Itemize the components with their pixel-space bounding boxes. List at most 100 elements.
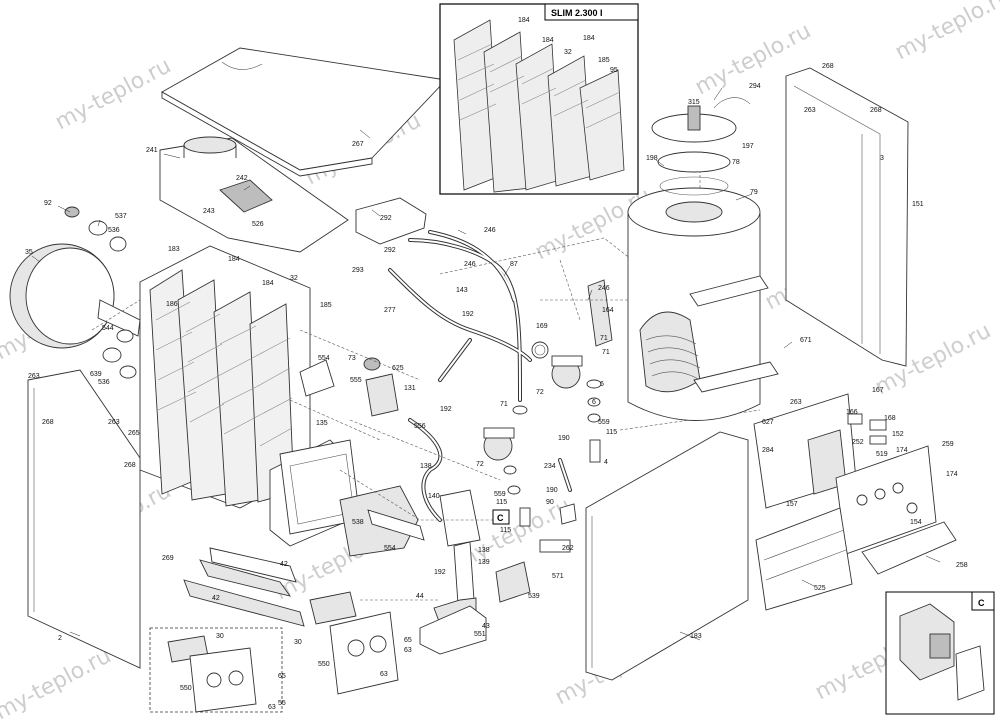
part-number-label: 267	[352, 141, 364, 148]
part-number-label: 190	[558, 435, 570, 442]
part-number-label: 139	[478, 559, 490, 566]
part-number-label: 115	[606, 429, 617, 436]
part-number-label: 536	[98, 379, 110, 386]
part-number-label: 536	[108, 227, 120, 234]
part-number-label: 183	[168, 246, 180, 253]
part-number-label: 190	[546, 487, 558, 494]
part-number-label: 192	[434, 569, 446, 576]
part-number-label: 4	[604, 459, 608, 466]
part-number-label: 63	[268, 704, 276, 711]
flue-hood	[159, 136, 349, 253]
part-number-label: 293	[352, 267, 364, 274]
watermark: my-teplo.ru	[51, 53, 175, 135]
part-number-label: 526	[252, 221, 264, 228]
part-number-label: 138	[478, 547, 490, 554]
part-number-label: 30	[294, 639, 302, 646]
part-number-label: 168	[884, 415, 896, 422]
part-number-label: 72	[476, 461, 484, 468]
burner-plate	[309, 591, 399, 695]
part-number-label: 525	[814, 585, 826, 592]
part-number-label: 169	[536, 323, 548, 330]
part-number-label: 252	[852, 439, 864, 446]
pressure-gauge	[531, 341, 549, 359]
part-number-label: 269	[162, 555, 174, 562]
part-number-label: 63	[380, 671, 388, 678]
control-box	[753, 393, 957, 611]
part-number-label: 42	[280, 561, 288, 568]
side-panel-left	[27, 369, 141, 669]
part-number-label: 262	[562, 545, 574, 552]
part-number-label: 44	[416, 593, 424, 600]
part-number-label: 143	[456, 287, 468, 294]
part-number-label: 242	[236, 175, 248, 182]
part-number-label: 556	[414, 423, 426, 430]
part-number-label: 3	[880, 155, 884, 162]
part-number-label: 78	[732, 159, 740, 166]
part-number-label: 6	[592, 399, 596, 406]
part-number-label: 550	[180, 685, 192, 692]
watermark: my-teplo.ru	[0, 643, 115, 721]
part-number-label: 625	[392, 365, 404, 372]
part-number-label: 277	[384, 307, 396, 314]
part-number-label: 32	[290, 275, 298, 282]
circulation-pump-upper	[551, 355, 583, 389]
part-number-label: 131	[404, 385, 416, 392]
part-number-label: 73	[348, 355, 356, 362]
inset-callout-c	[885, 591, 995, 715]
part-number-label: 87	[510, 261, 518, 268]
callout-box-label: C	[497, 513, 504, 523]
part-number-label: 292	[380, 215, 392, 222]
part-number-label: 95	[610, 67, 618, 74]
dashed-connections	[91, 170, 761, 601]
part-number-label: 184	[542, 37, 554, 44]
part-number-label: 554	[318, 355, 330, 362]
part-number-label: 79	[750, 189, 758, 196]
pipes	[388, 230, 572, 522]
part-number-label: 115	[496, 499, 507, 506]
part-number-label: 184	[583, 35, 595, 42]
part-number-label: 246	[464, 261, 476, 268]
part-number-label: 258	[956, 562, 968, 569]
part-number-label: 183	[690, 633, 702, 640]
part-number-label: 246	[484, 227, 496, 234]
pipe-bracket	[355, 197, 427, 245]
part-number-label: 43	[482, 623, 490, 630]
part-number-label: 259	[942, 441, 954, 448]
callout-c-label: C	[978, 598, 985, 608]
part-number-label: 671	[800, 337, 812, 344]
gas-valve-assembly	[363, 357, 481, 625]
part-number-label: 72	[536, 389, 544, 396]
inset-slim-2300	[439, 3, 639, 195]
part-number-label: 555	[350, 377, 362, 384]
part-number-label: 166	[846, 409, 858, 416]
part-number-label: 6	[600, 381, 604, 388]
part-number-label: 92	[44, 200, 52, 207]
part-number-label: 185	[320, 302, 332, 309]
part-number-label: 65	[404, 637, 412, 644]
part-number-label: 184	[262, 280, 274, 287]
part-number-label: 197	[742, 143, 754, 150]
part-number-label: 184	[228, 256, 240, 263]
part-number-label: 263	[28, 373, 40, 380]
part-number-label: 154	[910, 519, 922, 526]
part-number-label: 263	[790, 399, 802, 406]
vessel-fittings	[64, 206, 137, 379]
part-number-label: 174	[946, 471, 958, 478]
watermark: my-teplo.ru	[891, 0, 1000, 65]
part-number-label: 42	[212, 595, 220, 602]
part-number-label: 192	[462, 311, 474, 318]
part-number-label: 243	[203, 208, 215, 215]
part-number-label: 551	[474, 631, 486, 638]
part-number-label: 268	[822, 63, 834, 70]
part-number-label: 198	[646, 155, 658, 162]
expansion-vessel	[9, 243, 141, 349]
part-number-label: 115	[500, 527, 511, 534]
part-number-label: 539	[528, 593, 540, 600]
part-number-label: 571	[552, 573, 564, 580]
part-number-label: 167	[872, 387, 884, 394]
inset-title: SLIM 2.300 I	[551, 8, 603, 18]
part-number-label: 90	[546, 499, 554, 506]
part-number-label: 268	[870, 107, 882, 114]
part-number-label: 538	[352, 519, 364, 526]
